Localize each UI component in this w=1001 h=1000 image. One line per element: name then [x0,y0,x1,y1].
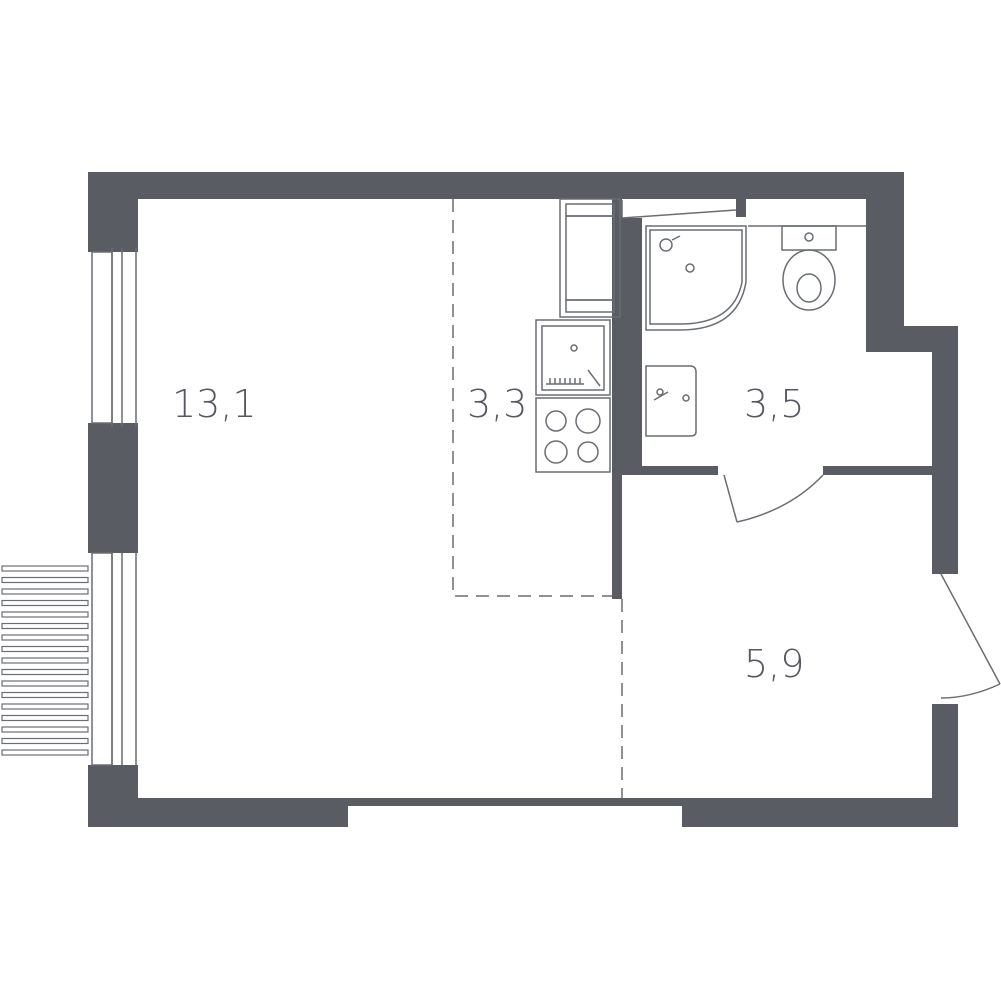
top-wall [88,172,904,199]
area-labels: 13,1 3,3 3,5 5,9 [172,382,804,686]
toilet-bowl [782,249,836,311]
bathroom-bottom-wall-left [612,466,718,475]
toilet-tank [781,225,837,251]
bathroom-right-wall [866,199,880,339]
bathroom-door-swing [723,474,824,523]
right-wall-middle [932,326,958,574]
window-left-upper-frame [91,251,113,424]
radiator-slat [1,622,89,630]
fridge [559,198,621,318]
radiator-slat [1,703,89,710]
right-wall-upper [880,172,904,352]
radiator-slat [1,565,89,572]
radiator-slat [1,645,89,653]
radiator-slat [1,588,89,595]
radiator-slat [1,714,89,722]
doors [723,474,1001,699]
bottom-wall-window-sill [348,798,682,806]
entrance-door-swing [940,573,1001,699]
area-label-hallway: 5,9 [744,642,804,686]
kitchen-partition [612,199,622,599]
area-label-kitchen-zone: 3,3 [467,382,527,426]
bottom-wall-right [682,798,880,827]
exterior-walls [88,172,958,827]
radiator-slat [1,691,89,699]
shower-cabin [645,225,747,331]
balcony-radiator [1,565,89,756]
zone-boundaries [452,199,623,798]
area-label-living-room: 13,1 [172,382,257,426]
window-left-lower-frame [91,552,113,766]
radiator-slat [1,749,89,756]
bottom-wall-left [88,798,348,827]
right-wall-lower [932,704,958,827]
radiator-slat [1,611,89,618]
radiator-slat [1,634,89,641]
kitchen-stove [535,397,611,473]
bathroom-bottom-wall-right [823,466,932,475]
radiator-slat [1,657,89,664]
radiator-slat [1,680,89,687]
left-wall-middle [88,423,138,553]
vent-shaft [736,199,746,217]
radiator-slat [1,599,89,607]
kitchen-sink [535,319,611,396]
wash-basin [645,365,697,437]
windows [91,248,137,766]
radiator-slat [1,668,89,676]
radiator-slat [1,726,89,733]
area-label-bathroom: 3,5 [744,382,804,426]
interior-walls [612,199,932,599]
radiator-slat [1,576,89,584]
bathroom-fixtures [621,200,866,437]
left-wall-top [88,172,138,252]
radiator-slat [1,737,89,745]
kitchen-zone-boundary [452,199,612,597]
kitchen-fixtures [535,198,621,473]
bathroom-left-wall [622,218,642,468]
